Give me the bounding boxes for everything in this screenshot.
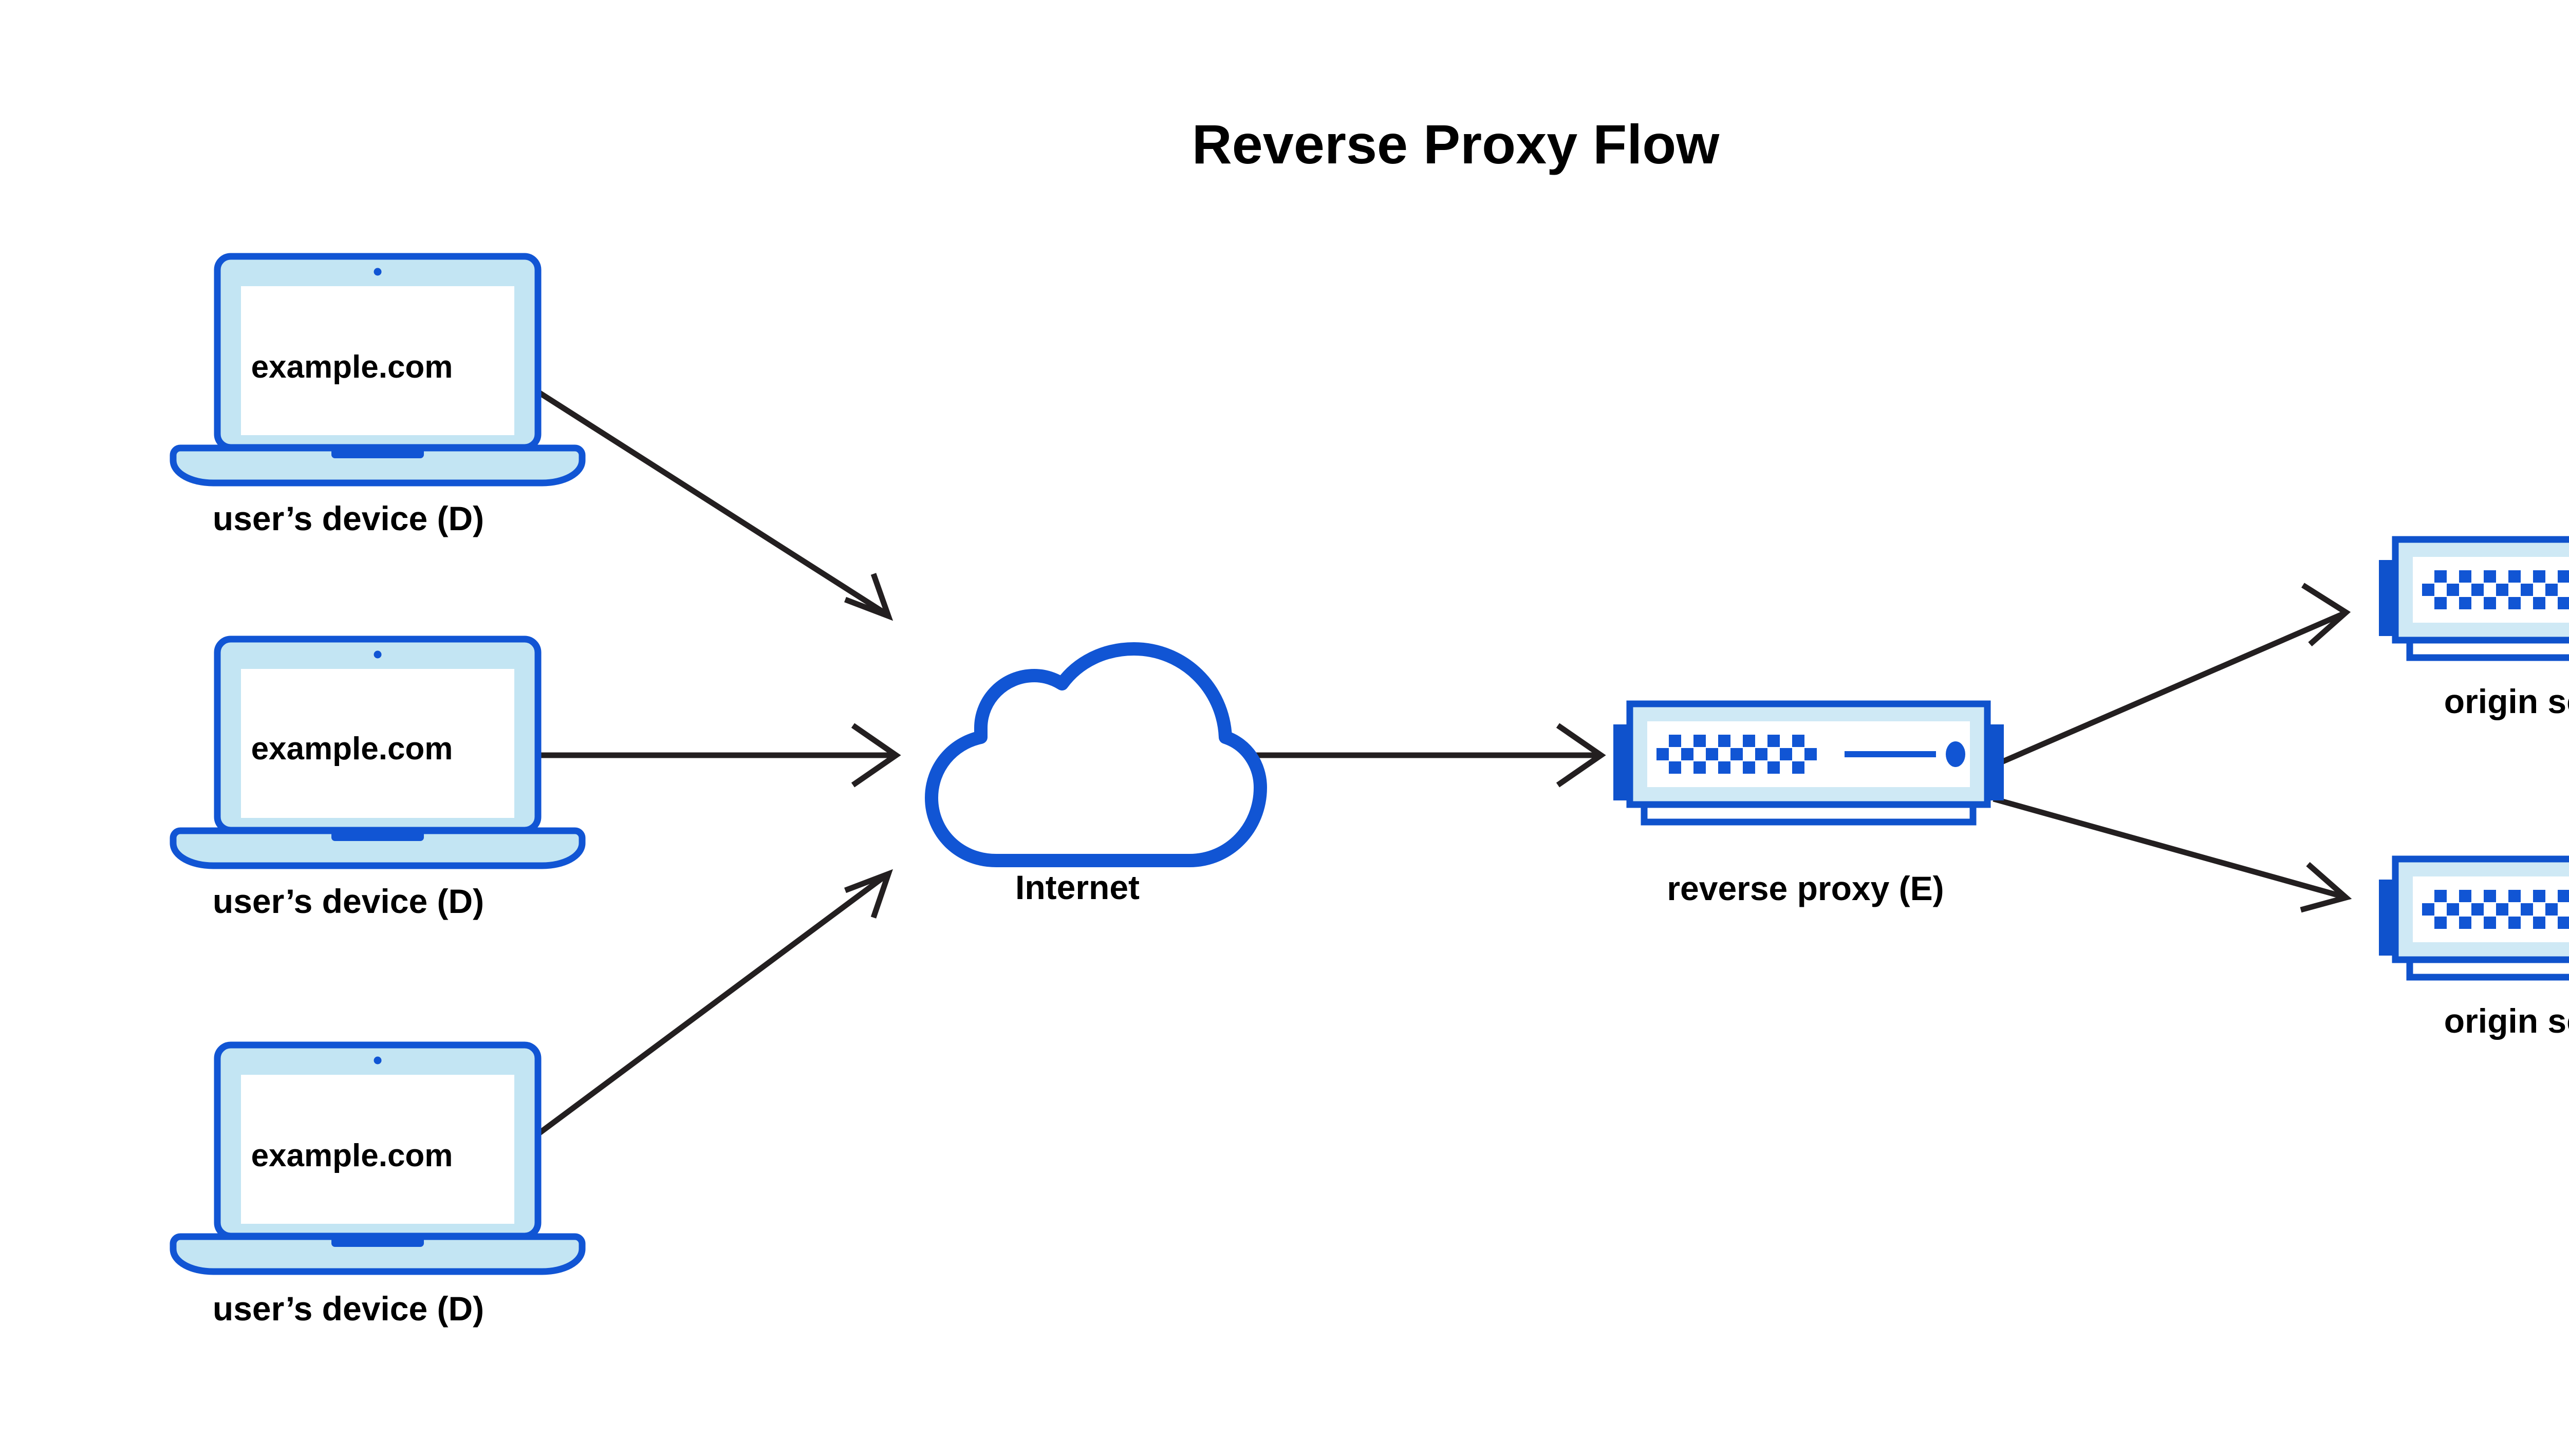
node-label-client-bottom: user’s device (D) [213,1290,484,1328]
node-client-top[interactable]: example.com user’s device (D) [173,256,582,537]
edge-client-top-to-internet [502,367,893,621]
node-internet[interactable]: Internet [932,649,1260,906]
edge-reverse-proxy-to-origin-top [1992,583,2351,769]
node-label-reverse-proxy: reverse proxy (E) [1667,869,1944,907]
node-label-client-middle: user’s device (D) [213,882,484,920]
flow-edges [502,367,2352,1151]
server-icon [1613,704,2004,822]
edge-internet-to-reverse-proxy [1246,723,1606,788]
edge-client-middle-to-internet [509,723,901,788]
node-label-client-top: user’s device (D) [213,499,484,537]
node-origin-bottom[interactable]: origin server (F) [2379,859,2569,1040]
node-client-bottom[interactable]: example.com user’s device (D) [173,1045,582,1328]
page-title: Reverse Proxy Flow [1192,113,1720,175]
node-label-origin-bottom: origin server (F) [2444,1002,2569,1040]
laptop-screen-url: example.com [251,349,453,385]
node-origin-top[interactable]: origin server (F) [2379,539,2569,720]
node-label-internet: Internet [1015,868,1140,906]
server-icon [2379,859,2569,977]
node-client-middle[interactable]: example.com user’s device (D) [173,639,582,920]
edge-client-bottom-to-internet [517,869,893,1151]
server-icon [2379,539,2569,658]
node-label-origin-top: origin server (F) [2444,682,2569,720]
edge-reverse-proxy-to-origin-bottom [1993,796,2352,913]
laptop-screen-url: example.com [251,731,453,767]
laptop-screen-url: example.com [251,1138,453,1173]
node-reverse-proxy[interactable]: reverse proxy (E) [1613,704,2004,907]
